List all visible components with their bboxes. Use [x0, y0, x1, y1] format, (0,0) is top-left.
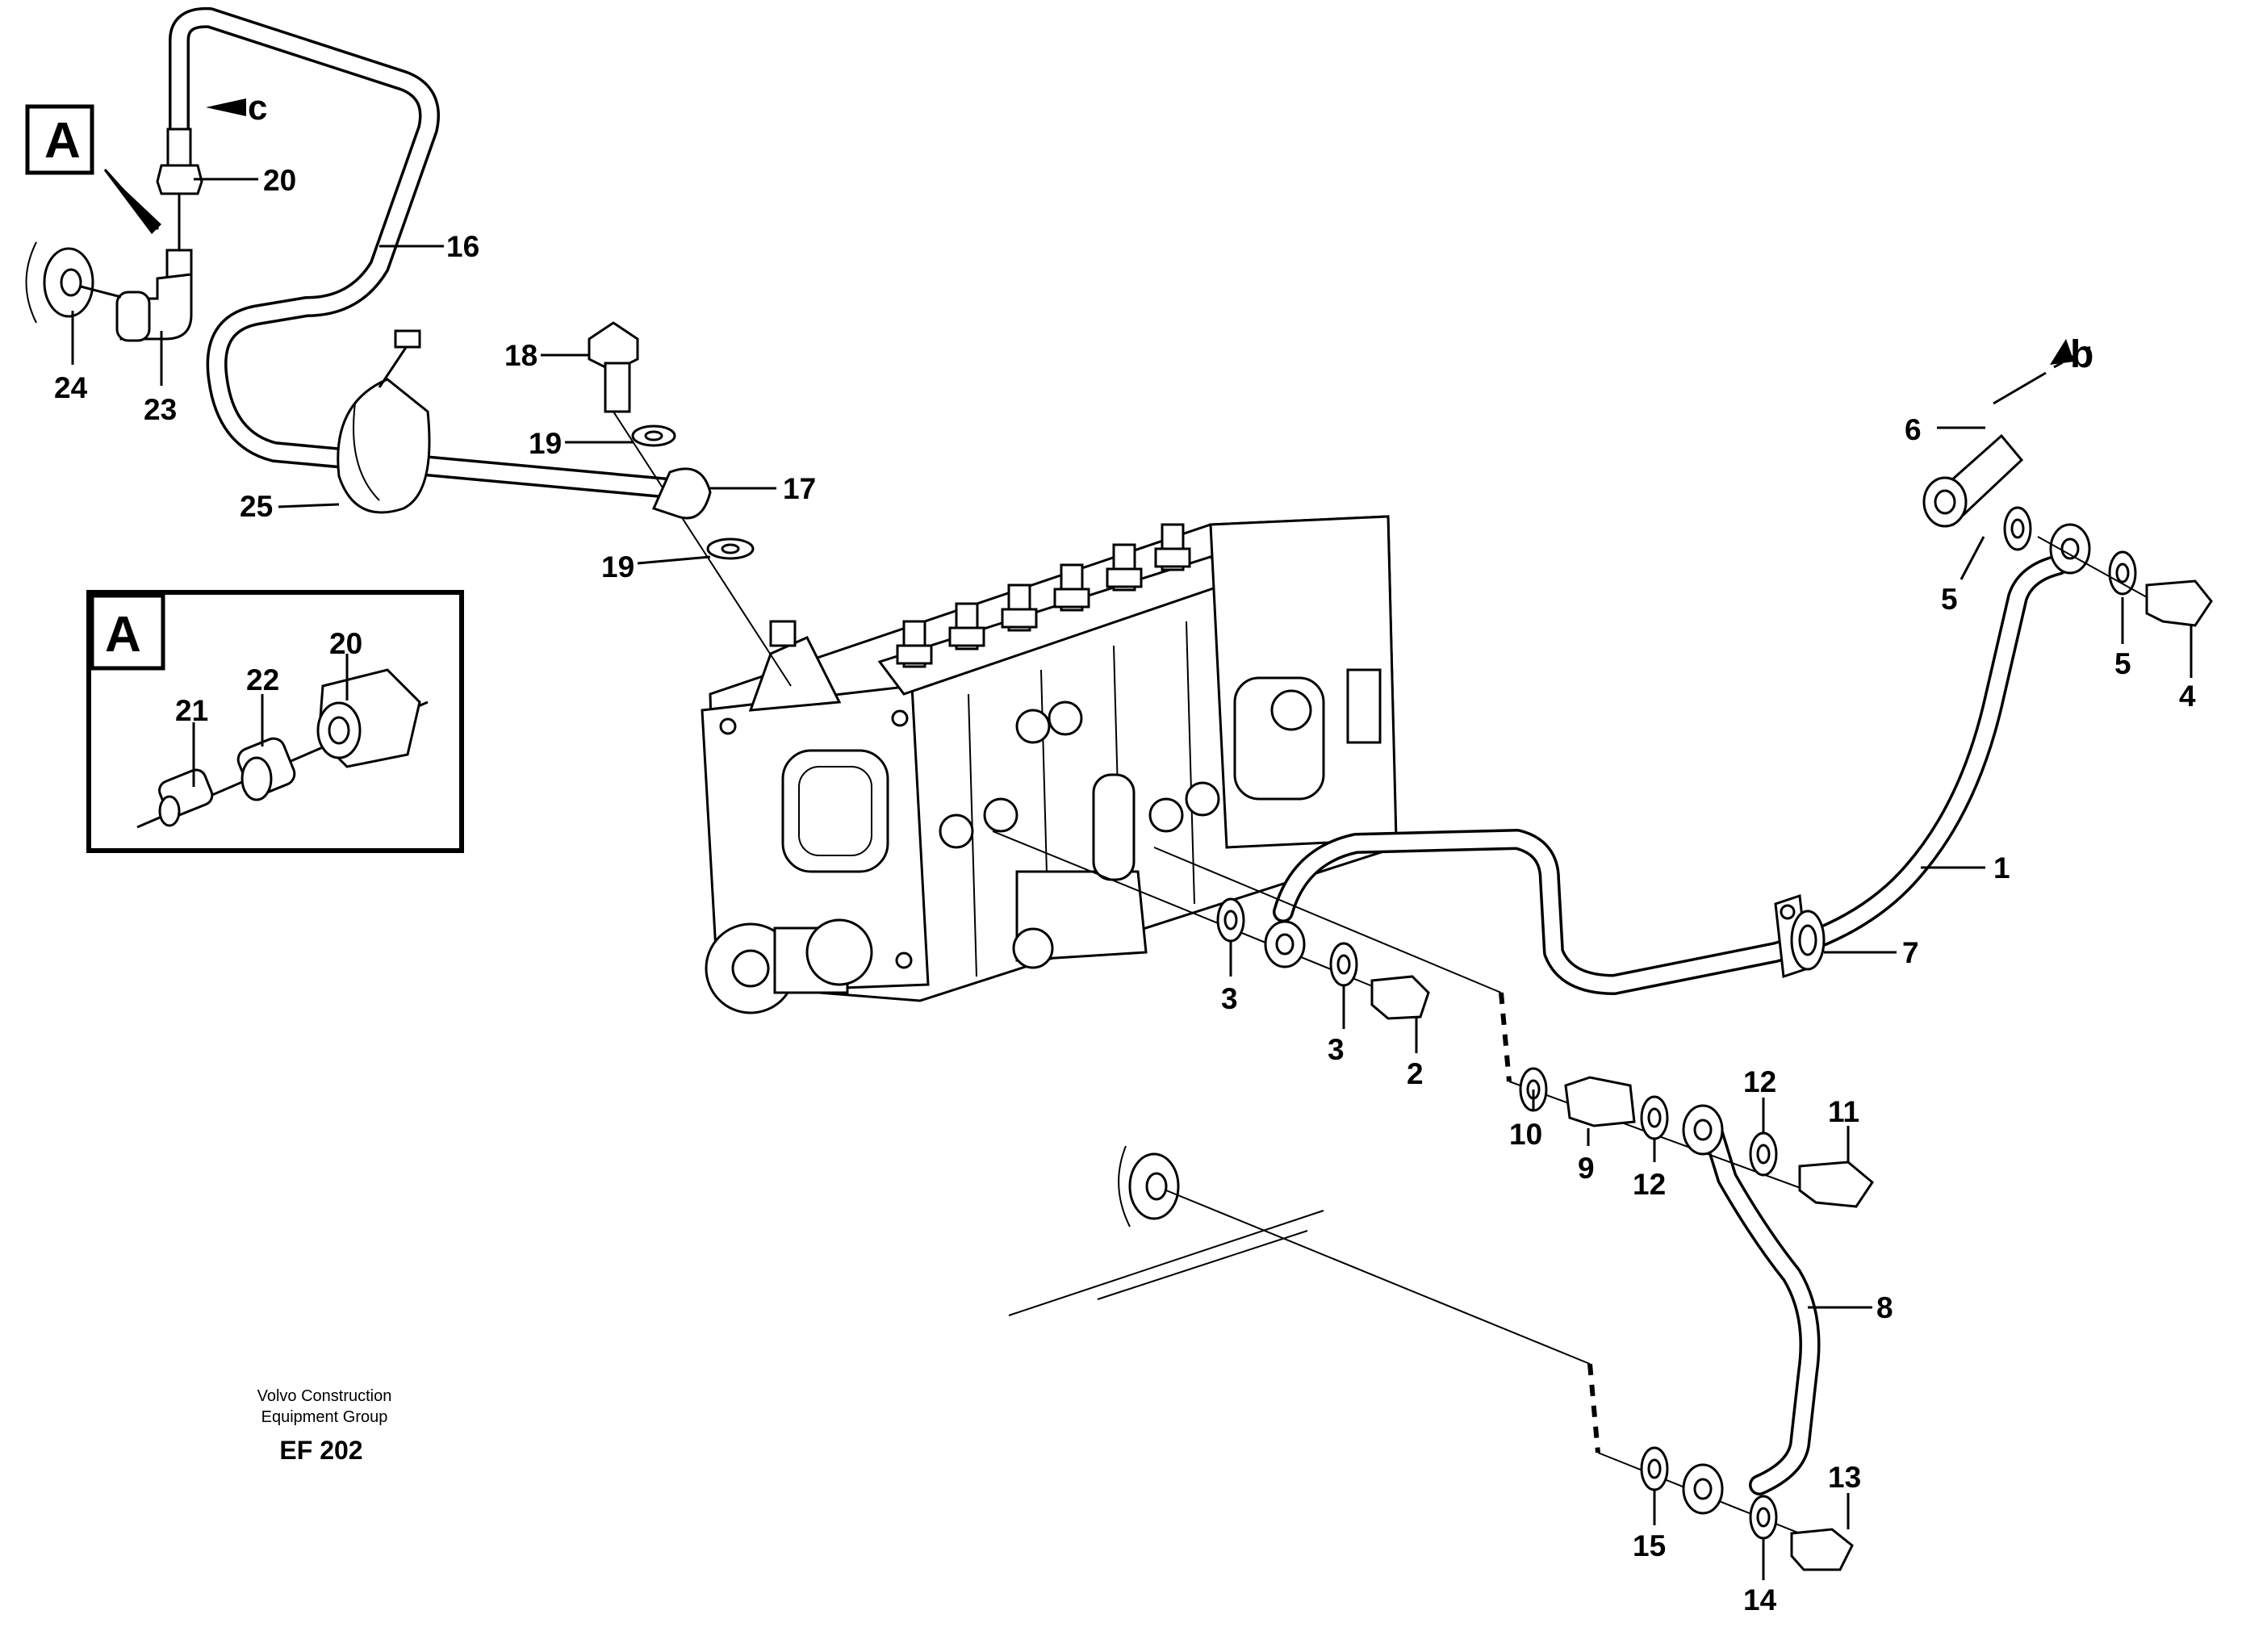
connector-group-9-10-11-12 — [1153, 847, 1874, 1208]
callout-20-top: 20 — [263, 164, 296, 197]
callout-6: 6 — [1905, 413, 1922, 446]
callout-14: 14 — [1743, 1583, 1777, 1616]
callout-23: 23 — [144, 393, 177, 426]
marker-b: b — [2070, 333, 2093, 376]
injection-pump — [701, 515, 1398, 1014]
callout-25: 25 — [240, 490, 273, 523]
callout-8: 8 — [1876, 1291, 1893, 1324]
callout-9: 9 — [1578, 1152, 1595, 1185]
detail-box-A: A — [86, 590, 464, 853]
fitting-group-top-left — [25, 128, 203, 342]
marker-c: c — [206, 88, 267, 128]
callout-7: 7 — [1902, 936, 1919, 969]
callout-18: 18 — [504, 339, 537, 372]
detail-A-ref-label: A — [44, 113, 81, 169]
callout-2: 2 — [1407, 1057, 1424, 1090]
delivery-valves — [896, 523, 1191, 668]
callout-numbers: 20 16 24 23 25 18 19 17 19 20 22 21 6 5 … — [54, 164, 2196, 1616]
callout-3-right: 3 — [1328, 1033, 1345, 1066]
callout-22: 22 — [246, 663, 279, 696]
banjo-group-17 — [588, 321, 792, 687]
pipe-clamp-7 — [1774, 893, 1826, 979]
callout-3-left: 3 — [1221, 982, 1238, 1015]
marker-c-label: c — [248, 88, 267, 128]
callout-4: 4 — [2179, 680, 2196, 713]
callout-16: 16 — [446, 230, 479, 263]
banjo-group-pipe-1-lower — [992, 830, 1430, 1020]
cable-tie-25 — [337, 329, 431, 514]
callout-5-right: 5 — [2114, 647, 2131, 680]
fuel-pipe-1 — [1273, 554, 2068, 995]
callout-19-upper: 19 — [529, 427, 562, 460]
callout-13: 13 — [1828, 1461, 1861, 1494]
company-line-1: Volvo Construction — [257, 1387, 392, 1405]
leader-lines — [71, 178, 2193, 1580]
callout-12-lower: 12 — [1633, 1168, 1666, 1201]
drawing-code: EF 202 — [279, 1436, 362, 1465]
callout-1: 1 — [1993, 851, 2010, 885]
callout-12-upper: 12 — [1743, 1065, 1776, 1098]
callout-19-lower: 19 — [601, 550, 634, 583]
fuel-pipe-16 — [169, 6, 680, 499]
footer: Volvo Construction Equipment Group EF 20… — [257, 1387, 392, 1465]
callout-10: 10 — [1509, 1118, 1542, 1151]
callout-5-left: 5 — [1941, 583, 1958, 616]
callout-17: 17 — [783, 472, 816, 505]
callout-20-detail: 20 — [329, 627, 362, 660]
connector-group-13-14-15 — [1008, 1145, 1854, 1571]
callout-11: 11 — [1828, 1095, 1859, 1128]
marker-b-label: b — [2070, 333, 2093, 376]
callout-24: 24 — [54, 371, 88, 404]
detail-A-box-label: A — [105, 607, 141, 663]
banjo-group-top-right — [1922, 339, 2213, 627]
callout-15: 15 — [1633, 1529, 1666, 1562]
fuel-pipe-8 — [1700, 1115, 1821, 1495]
callout-21: 21 — [175, 694, 208, 727]
company-line-2: Equipment Group — [261, 1408, 388, 1426]
detail-A-reference: A — [25, 104, 161, 234]
